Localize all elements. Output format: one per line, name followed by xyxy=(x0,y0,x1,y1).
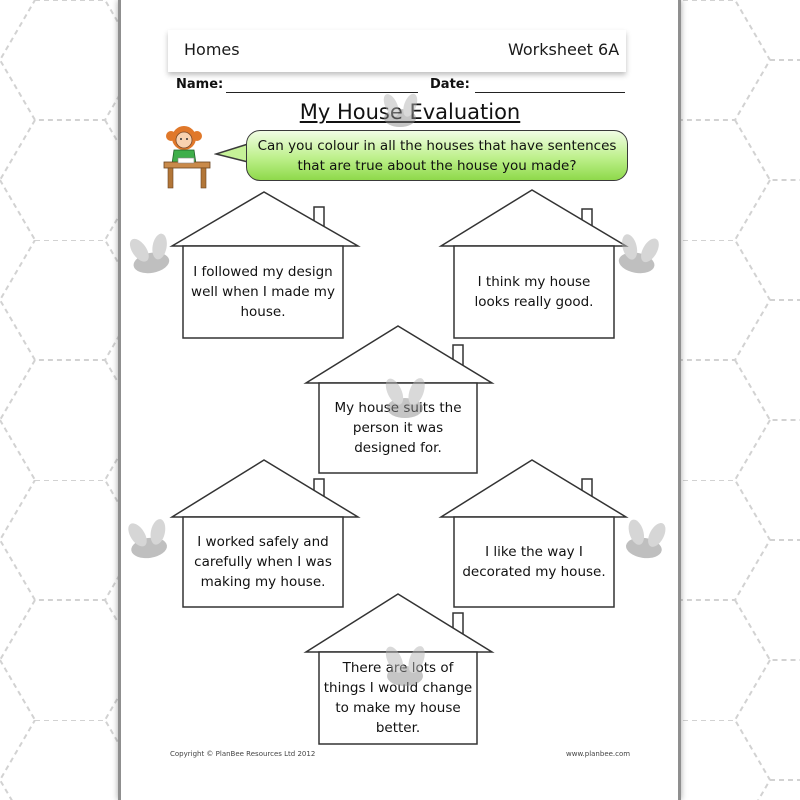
header-band xyxy=(168,30,626,72)
instruction-bubble: Can you colour in all the houses that ha… xyxy=(246,130,628,181)
copyright-notice: Copyright © PlanBee Resources Ltd 2012 xyxy=(170,750,316,758)
website-link: www.planbee.com xyxy=(566,750,631,758)
house-1 xyxy=(169,191,361,339)
girl-at-desk-icon xyxy=(163,126,211,189)
house-6-statement: There are lots of things I would change … xyxy=(323,660,473,736)
house-5 xyxy=(438,459,629,608)
worksheet-number: Worksheet 6A xyxy=(508,40,620,59)
topic-label: Homes xyxy=(184,40,240,59)
speech-bubble-tail xyxy=(214,143,249,163)
house-5-statement: I like the way I decorated my house. xyxy=(462,544,606,580)
date-label: Date: xyxy=(430,77,470,92)
house-4-statement: I worked safely and carefully when I was… xyxy=(194,534,332,590)
name-label: Name: xyxy=(176,77,224,92)
house-2-statement: I think my house looks really good. xyxy=(474,274,594,310)
date-line xyxy=(475,92,625,93)
house-2 xyxy=(438,189,629,339)
name-line xyxy=(226,92,418,93)
house-4 xyxy=(169,459,361,608)
house-1-statement: I followed my design well when I made my… xyxy=(191,264,335,320)
house-3-statement: My house suits the person it was designe… xyxy=(334,400,462,456)
